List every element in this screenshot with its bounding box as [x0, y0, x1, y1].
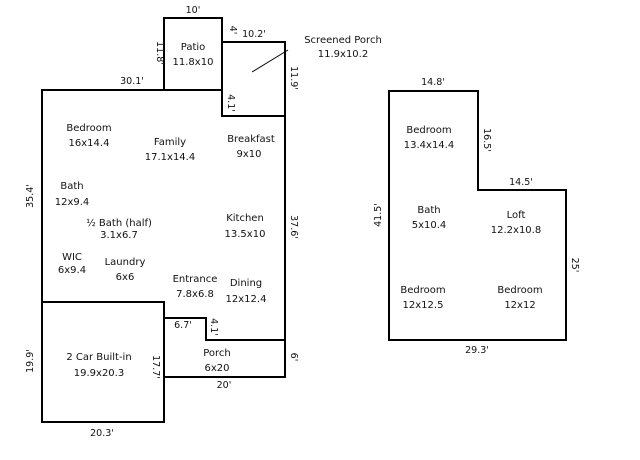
- dim-upstairs-bottom: 29.3': [465, 345, 489, 356]
- breakfast-name: Breakfast: [227, 134, 275, 145]
- screened-porch-pointer: [251, 49, 289, 73]
- porch-name: Porch: [203, 348, 231, 359]
- patio-size: 11.8x10: [173, 57, 214, 68]
- entrance-size: 7.8x6.8: [176, 289, 214, 300]
- dim-upstairs-notch-horizontal: 14.5': [509, 177, 533, 188]
- porch-size: 6x20: [204, 363, 229, 374]
- family-name: Family: [154, 137, 186, 148]
- second-floor-dimensions: 14.8' 16.5' 14.5' 41.5' 25' 29.3': [373, 77, 580, 356]
- dim-upstairs-right: 25': [569, 258, 580, 273]
- screened-porch-size: 11.9x10.2: [318, 49, 368, 60]
- dim-patio-top: 10': [186, 5, 201, 16]
- dim-upstairs-top: 14.8': [421, 77, 445, 88]
- dim-garage-left: 19.9': [25, 349, 36, 373]
- dim-porch-bottom: 20': [217, 380, 232, 391]
- dim-garage-right: 17.7': [150, 355, 161, 379]
- dim-entry-width: 6.7': [174, 320, 192, 331]
- dim-garage-bottom: 20.3': [90, 428, 114, 439]
- kitchen-size: 13.5x10: [225, 229, 266, 240]
- second-floor-outline: [388, 90, 567, 341]
- dim-porch-right: 6': [288, 353, 299, 362]
- upstairs-bath-size: 5x10.4: [412, 220, 447, 231]
- dim-upstairs-left: 41.5': [373, 203, 384, 227]
- half-bath-size: 3.1x6.7: [100, 230, 138, 241]
- garage-size: 19.9x20.3: [74, 368, 124, 379]
- first-floor-dimensions: 10' 11.8' 4' 10.2' 11.9' 4.1' 30.1' 35.4…: [25, 5, 299, 439]
- dining-name: Dining: [230, 278, 262, 289]
- upstairs-bedroom-b-size: 12x12.5: [403, 300, 444, 311]
- garage-name: 2 Car Built-in: [66, 352, 131, 363]
- dim-house-right: 37.6': [288, 215, 299, 239]
- loft-size: 12.2x10.8: [491, 225, 541, 236]
- family-size: 17.1x14.4: [145, 152, 195, 163]
- laundry-name: Laundry: [105, 257, 146, 268]
- wic-size: 6x9.4: [58, 265, 86, 276]
- bedroom-name: Bedroom: [66, 123, 111, 134]
- first-floor-labels: Patio 11.8x10 Screened Porch 11.9x10.2 B…: [55, 35, 382, 379]
- entrance-name: Entrance: [173, 274, 218, 285]
- dim-sp-inner: 4.1': [225, 94, 236, 112]
- dim-patio-side: 11.8': [154, 41, 165, 65]
- upstairs-bedroom-a-name: Bedroom: [406, 125, 451, 136]
- first-floor-walls: [41, 17, 289, 423]
- half-bath-name: ½ Bath (half): [86, 217, 152, 229]
- bath-name: Bath: [60, 181, 83, 192]
- upstairs-bedroom-c-size: 12x12: [504, 300, 535, 311]
- dim-house-top: 30.1': [120, 76, 144, 87]
- bedroom-size: 16x14.4: [69, 138, 110, 149]
- breakfast-size: 9x10: [236, 149, 261, 160]
- dim-sp-right: 11.9': [288, 66, 299, 90]
- bath-size: 12x9.4: [55, 197, 90, 208]
- loft-name: Loft: [507, 210, 526, 221]
- laundry-size: 6x6: [116, 272, 135, 283]
- dim-upstairs-notch-vertical: 16.5': [481, 128, 492, 152]
- patio-outline: [163, 17, 223, 91]
- dim-sp-top: 10.2': [242, 29, 266, 40]
- second-floor-labels: Bedroom 13.4x14.4 Bath 5x10.4 Loft 12.2x…: [400, 125, 542, 311]
- kitchen-name: Kitchen: [226, 213, 264, 224]
- patio-name: Patio: [181, 42, 206, 53]
- upstairs-bedroom-a-size: 13.4x14.4: [404, 140, 454, 151]
- dim-house-left: 35.4': [25, 184, 36, 208]
- upstairs-bath-name: Bath: [417, 205, 440, 216]
- dim-sp-gap: 4': [227, 26, 238, 35]
- upstairs-bedroom-b-name: Bedroom: [400, 285, 445, 296]
- upstairs-bedroom-c-name: Bedroom: [497, 285, 542, 296]
- dim-entry-depth: 4.1': [208, 318, 219, 336]
- dining-size: 12x12.4: [226, 294, 267, 305]
- screened-porch-name: Screened Porch: [304, 35, 382, 46]
- porch-outline: [163, 318, 286, 378]
- wic-name: WIC: [62, 252, 82, 263]
